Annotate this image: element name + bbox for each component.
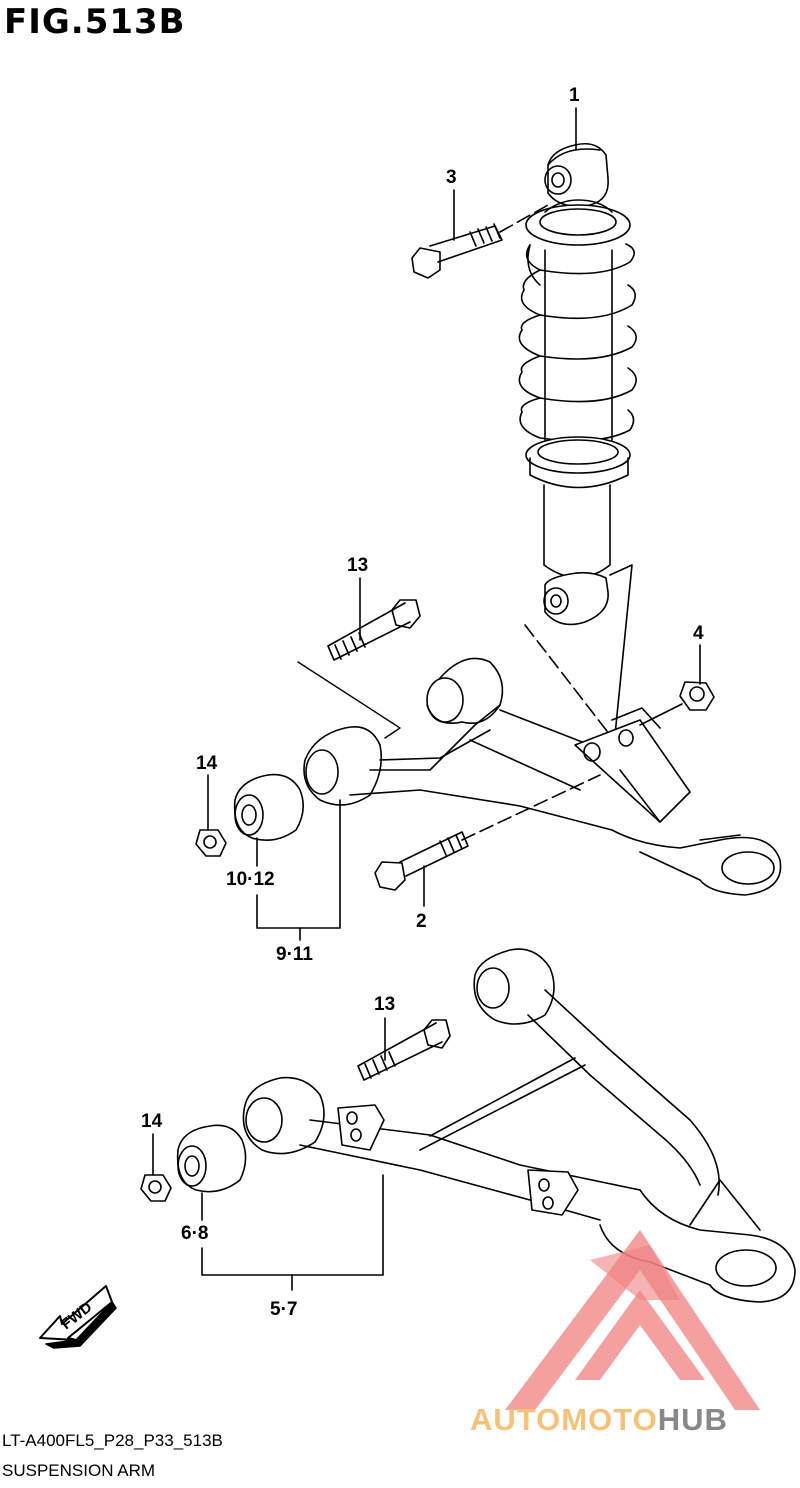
leader-3: [499, 204, 549, 233]
bolt-part-13-upper: [327, 599, 421, 661]
fwd-arrow-icon: FWD: [39, 1285, 117, 1349]
watermark-text: AUTOMOTOHUB: [470, 1402, 728, 1438]
callout-5-7: 5·7: [270, 1299, 298, 1320]
bushing-part-6-8: [176, 1124, 247, 1193]
callout-10-12: 10·12: [226, 869, 275, 890]
callout-6-8: 6·8: [181, 1223, 209, 1244]
callout-13-lower: 13: [374, 994, 396, 1015]
callout-2: 2: [416, 911, 427, 932]
callout-9-11: 9·11: [276, 944, 313, 965]
bolt-part-3: [411, 223, 503, 279]
lower-arm-assembly: [242, 948, 796, 1303]
figure-name: SUSPENSION ARM: [2, 1461, 156, 1480]
model-code: LT-A400FL5_P28_P33_513B: [2, 1431, 223, 1450]
nut-part-4: [679, 681, 715, 711]
bushing-part-10-12: [233, 773, 304, 841]
bolt-part-2: [374, 831, 469, 891]
watermark-logo: [505, 1230, 760, 1410]
nut-part-14-upper: [195, 829, 227, 857]
callout-4: 4: [693, 623, 704, 644]
callout-14-lower: 14: [141, 1111, 163, 1132]
shock-absorber: [518, 142, 637, 626]
figure-title: FIG.513B: [4, 2, 186, 42]
upper-arm-assembly: [303, 657, 782, 896]
callout-13-upper: 13: [347, 555, 369, 576]
callout-1: 1: [569, 85, 580, 106]
watermark-part1: AUTOMOTO: [470, 1402, 658, 1437]
nut-part-14-lower: [140, 1174, 172, 1202]
watermark-part2: HUB: [657, 1402, 728, 1437]
callout-14-upper: 14: [196, 753, 218, 774]
callout-3: 3: [446, 167, 457, 188]
bolt-part-13-lower: [357, 1019, 451, 1081]
